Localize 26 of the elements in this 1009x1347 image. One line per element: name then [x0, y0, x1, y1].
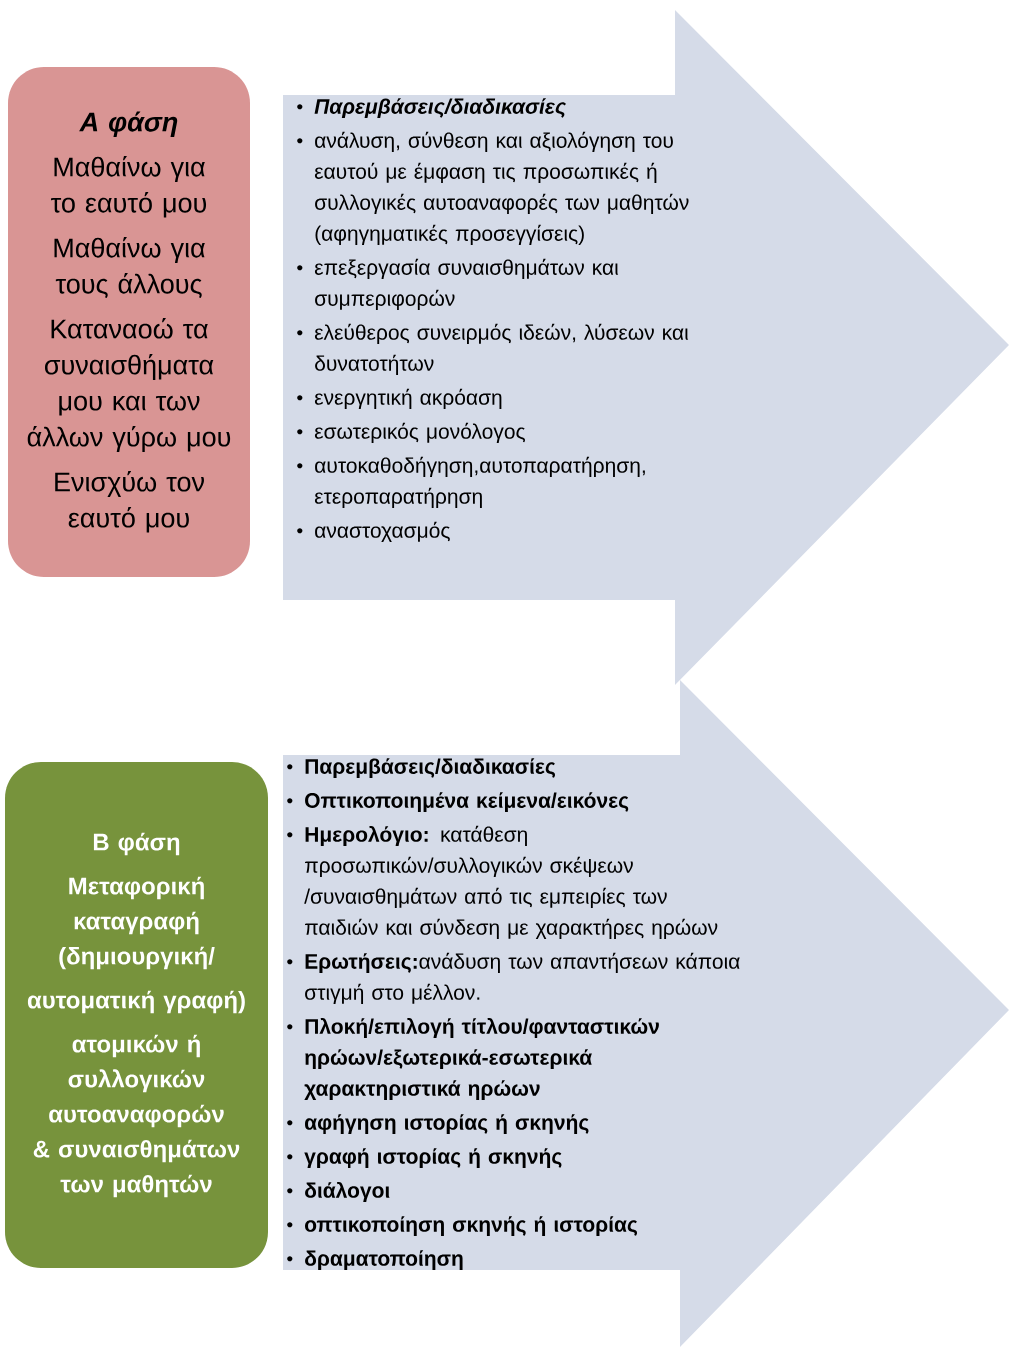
bullet-item: εσωτερικός μονόλογος [297, 422, 525, 444]
box-text: αυτοματική γραφή) [27, 990, 245, 1014]
bullet-item: Ερωτήσεις:ανάδυση των απαντήσεων κάποια στιγμή στο μέλλον. [287, 952, 740, 1004]
bullet-item: Παρεμβάσεις/διαδικασίες [297, 98, 566, 119]
bullet-item: ανάλυση, σύνθεση και αξιολόγηση του εαυτού με έμφαση τις προσωπικές ή συλλογικές αυτοαναφορές των μαθητών (αφηγηματικές προσεγγίσεις) [297, 131, 689, 246]
bullet-item: Οπτικοποιημένα κείμενα/εικόνες [287, 792, 629, 812]
bullet-item: δραματοποίηση [287, 1250, 463, 1270]
bullet-item: γραφή ιστορίας ή σκηνής [287, 1148, 562, 1169]
bullet-item: οπτικοποίηση σκηνής ή ιστορίας [287, 1216, 638, 1236]
box-text: Μαθαίνω για τους άλλους [54, 237, 205, 298]
pointed-text-panel [283, 680, 1009, 1347]
phase-box [8, 67, 250, 577]
box-text: ατομικών ή συλλογικών αυτοαναφορών & συναισθημάτων των μαθητών [33, 1034, 240, 1198]
phase-title: Α φάση [79, 111, 178, 137]
box-text: Ενισχύω τον εαυτό μου [55, 471, 204, 533]
box-text: Μαθαίνω για το εαυτό μου [51, 156, 207, 218]
bullet-item: Παρεμβάσεις/διαδικασίες [287, 758, 555, 779]
phase-title: Β φάση [93, 832, 180, 856]
bullet-item: ενεργητική ακρόαση [297, 388, 502, 410]
pointed-text-panel [283, 10, 1009, 685]
box-text: Μεταφορική καταγραφή (δημιουργική/ [59, 876, 215, 970]
phase-box [5, 762, 268, 1268]
bullet-item: αναστοχασμός [297, 521, 450, 542]
bullet-item: διάλογοι [287, 1181, 390, 1202]
bullet-item: αφήγηση ιστορίας ή σκηνής [287, 1114, 589, 1135]
box-text: Καταναοώ τα συναισθήματα μου και των άλλων γύρω μου [27, 318, 231, 452]
